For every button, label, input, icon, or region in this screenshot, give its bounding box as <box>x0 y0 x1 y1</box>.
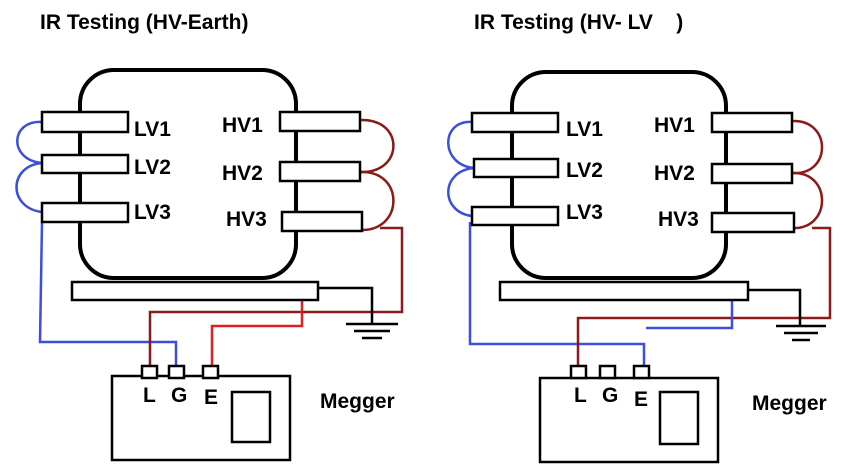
hv-bushing <box>710 111 794 134</box>
terminal-l-label: L <box>574 384 587 407</box>
terminal-e <box>632 364 651 380</box>
base-ground-wire <box>748 288 802 326</box>
terminal-g <box>598 364 617 380</box>
megger-label: Megger <box>320 390 395 413</box>
terminal-e-label: E <box>634 388 648 411</box>
hv1-label: HV1 <box>222 114 263 137</box>
base-to-guard-wire <box>646 300 734 330</box>
hv1-label: HV1 <box>654 114 695 137</box>
hv-bushing <box>280 210 364 233</box>
lv-to-e-wire <box>468 222 646 366</box>
lv3-label: LV3 <box>566 201 603 224</box>
hv-bushing <box>710 162 794 185</box>
lv2-label: LV2 <box>134 156 171 179</box>
terminal-l <box>140 364 159 380</box>
terminal-e-label: E <box>204 386 218 409</box>
lv-bushing <box>40 110 130 134</box>
lv-jumper-wire <box>15 161 43 214</box>
terminal-l-label: L <box>143 384 156 407</box>
lv-jumper-wire <box>447 120 475 170</box>
hv3-label: HV3 <box>226 208 267 231</box>
terminal-l <box>569 364 588 380</box>
hv2-label: HV2 <box>654 162 695 185</box>
hv-jumper-wire <box>791 171 824 230</box>
terminal-g-label: G <box>171 384 187 407</box>
transformer-base <box>70 280 320 302</box>
megger-label: Megger <box>752 392 827 415</box>
hv-to-line-wire <box>148 226 404 366</box>
lv-bushing <box>40 153 130 175</box>
base-ground-wire <box>318 286 374 324</box>
panel-title: IR Testing (HV-Earth) <box>40 11 248 34</box>
transformer-base <box>498 280 750 302</box>
lv-jumper-wire <box>16 120 43 165</box>
megger-display <box>230 390 272 444</box>
lv-bushing <box>472 157 560 179</box>
lv1-label: LV1 <box>566 118 603 141</box>
ground-symbol <box>346 322 398 340</box>
hv-bushing <box>278 110 362 133</box>
earth-to-e-wire <box>210 290 304 366</box>
terminal-e <box>201 364 220 380</box>
lv-bushing <box>470 205 560 227</box>
lv1-label: LV1 <box>134 118 171 141</box>
lv-to-guard-wire <box>38 221 178 366</box>
lv-bushing <box>40 201 130 224</box>
lv-jumper-wire <box>447 166 475 218</box>
hv2-label: HV2 <box>222 162 263 185</box>
hv-to-line-wire <box>576 226 832 366</box>
hv-jumper-wire <box>359 170 395 232</box>
hv-jumper-wire <box>359 118 395 174</box>
hv-bushing <box>278 160 362 183</box>
megger-display <box>658 390 700 446</box>
panel-title: IR Testing (HV- LV ) <box>474 11 683 34</box>
hv-bushing <box>710 211 796 234</box>
ground-symbol <box>776 324 826 342</box>
hv3-label: HV3 <box>658 208 699 231</box>
panel-hv-lv: IR Testing (HV- LV ) LV1 LV2 LV3 <box>447 11 832 464</box>
lv3-label: LV3 <box>134 201 171 224</box>
terminal-g-label: G <box>602 384 618 407</box>
lv-bushing <box>470 111 560 134</box>
panel-hv-earth: IR Testing (HV-Earth) LV1 LV2 LV3 <box>15 11 404 462</box>
lv2-label: LV2 <box>566 159 603 182</box>
terminal-g <box>167 364 186 380</box>
hv-jumper-wire <box>791 119 824 175</box>
